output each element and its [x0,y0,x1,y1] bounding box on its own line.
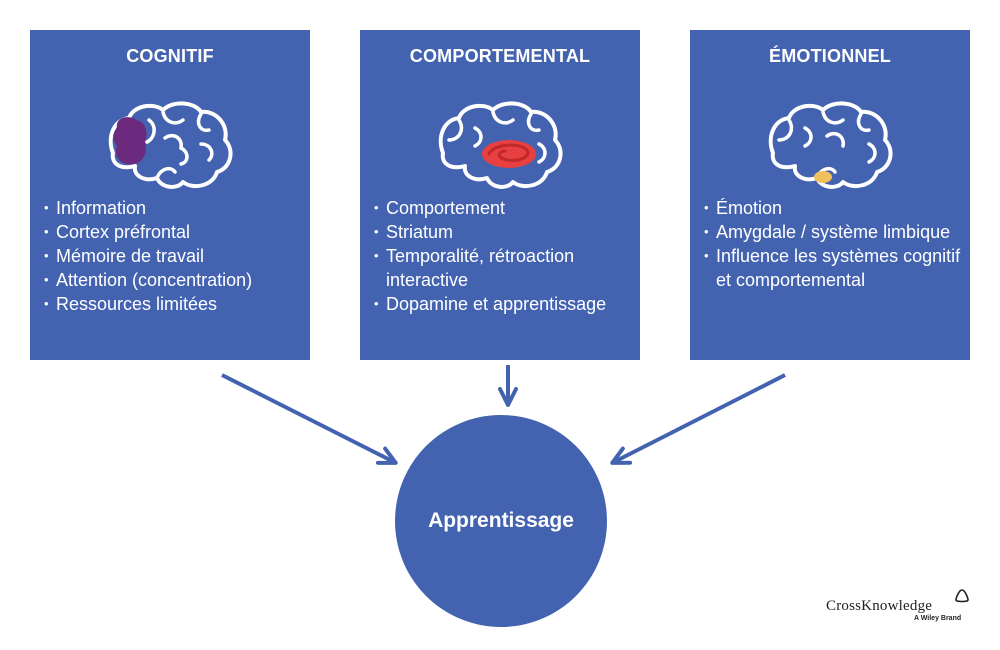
list-item: Comportement [374,196,632,220]
logo-tagline: A Wiley Brand [914,615,962,622]
arrow-left [221,373,398,465]
emotional-title: ÉMOTIONNEL [769,46,891,66]
cognitive-box: COGNITIF Information Cortex préfrontal M… [30,30,310,360]
list-item: Cortex préfrontal [44,220,302,244]
list-item: Information [44,196,302,220]
list-item: Striatum [374,220,632,244]
brain-striatum-highlight-icon [438,101,563,189]
crossknowledge-logo: CrossKnowledge A Wiley Brand [826,588,976,628]
emotional-list: Émotion Amygdale / système limbique Infl… [704,196,962,292]
logo-text: CrossKnowledge [826,598,933,614]
list-item: Influence les systèmes cognitif et compo… [704,244,962,292]
learning-label: Apprentissage [428,509,574,532]
list-item: Temporalité, rétroaction interactive [374,244,632,292]
list-item: Dopamine et apprentissage [374,292,632,316]
list-item: Mémoire de travail [44,244,302,268]
logo-mark-icon [955,589,969,603]
list-item: Attention (concentration) [44,268,302,292]
list-item: Émotion [704,196,962,220]
learning-circle: Apprentissage [395,415,607,627]
cognitive-title: COGNITIF [126,46,214,66]
list-item: Amygdale / système limbique [704,220,962,244]
brain-amygdala-highlight-icon [768,101,893,189]
behavioral-box: COMPORTEMENTAL Comportement Striatum Tem… [360,30,640,360]
behavioral-list: Comportement Striatum Temporalité, rétro… [374,196,632,316]
behavioral-title: COMPORTEMENTAL [409,46,591,66]
brain-prefrontal-highlight-icon [108,101,233,189]
arrow-right [610,373,786,465]
cognitive-list: Information Cortex préfrontal Mémoire de… [44,196,302,316]
list-item: Ressources limitées [44,292,302,316]
emotional-box: ÉMOTIONNEL Émotion Amygdale / système li… [690,30,970,360]
